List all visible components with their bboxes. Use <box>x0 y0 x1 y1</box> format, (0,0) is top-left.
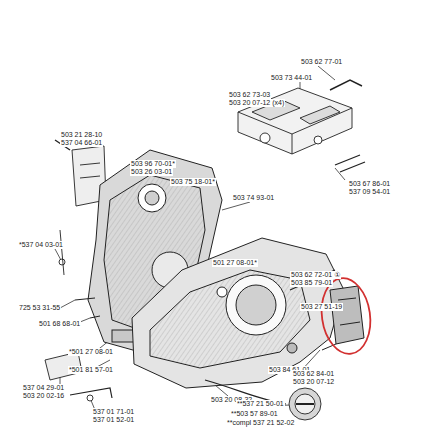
leader-lines <box>55 66 345 410</box>
part-number: **503 57 89-01 <box>230 410 279 418</box>
part-number: 503 62 73-03 <box>228 91 271 99</box>
part-number: **compl 537 21 52-02 <box>226 419 295 427</box>
part-number: 537 09 54-01 <box>348 188 391 196</box>
part-number: 725 53 31-55 <box>18 304 61 312</box>
part-number: 503 96 70-01* <box>130 160 176 168</box>
part-number: 501 68 68-01 <box>38 320 81 328</box>
part-number: 503 26 03-01 <box>130 168 173 176</box>
part-number: 537 04 66-01 <box>60 139 103 147</box>
part-number: 501 27 08-01* <box>212 259 258 267</box>
flywheel-side-half <box>132 238 344 388</box>
part-number: 503 75 18-01* <box>170 178 216 186</box>
tank-cap <box>205 380 321 420</box>
part-number: *537 04 03-01 <box>18 241 64 249</box>
part-number: **537 21 50-01 <box>236 400 285 408</box>
part-number: 503 27 51-19 <box>300 303 343 311</box>
part-number: 503 20 07-12 <box>292 378 335 386</box>
part-number: 503 62 77-01 <box>300 58 343 66</box>
part-number: 503 20 02-16 <box>22 392 65 400</box>
part-number: 537 04 29-01 <box>22 384 65 392</box>
part-number: *501 27 08-01 <box>68 348 114 356</box>
part-number: 537 01 52-01 <box>92 416 135 424</box>
part-number: 503 21 28-10 <box>60 131 103 139</box>
tank-cover <box>322 286 364 350</box>
part-number: 503 62 84-01 <box>292 370 335 378</box>
part-number: 503 85 79-01 <box>290 279 333 287</box>
part-number: 503 62 72-01 ① <box>290 271 341 279</box>
part-number: 503 67 86-01 <box>348 180 391 188</box>
highlight-ellipse <box>317 275 375 357</box>
part-number: 503 73 44-01 <box>270 74 313 82</box>
part-number: *501 81 57-01 <box>68 366 114 374</box>
part-number: 503 74 93-01 <box>232 194 275 202</box>
part-number: 537 01 71-01 <box>92 408 135 416</box>
part-number: 503 20 07-12 (x4) <box>228 99 285 107</box>
